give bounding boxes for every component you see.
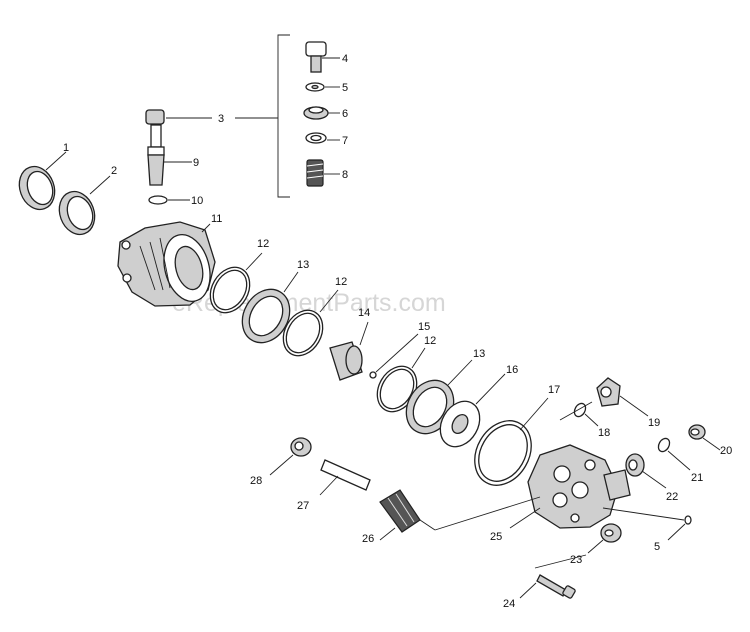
callout-10: 10 xyxy=(191,195,203,207)
callout-26: 26 xyxy=(362,533,374,545)
part-12-o-ring-b xyxy=(282,289,339,357)
part-5-small-washer xyxy=(667,515,692,541)
callout-23: 23 xyxy=(570,554,582,566)
part-13-seal-a xyxy=(241,271,299,344)
group-bracket-3 xyxy=(235,34,290,198)
callout-20: 20 xyxy=(720,445,732,457)
callout-7: 7 xyxy=(342,135,348,147)
guide-line xyxy=(534,554,587,569)
part-12-o-ring-c xyxy=(376,347,426,413)
guide-line xyxy=(602,507,685,521)
part-27-shaft xyxy=(319,459,371,496)
guide-line xyxy=(559,401,593,421)
callout-28: 28 xyxy=(250,475,262,487)
part-3-nut xyxy=(145,109,212,125)
callout-13: 13 xyxy=(297,259,309,271)
part-12-o-ring-a xyxy=(209,252,263,314)
callout-6: 6 xyxy=(342,108,348,120)
callout-14: 14 xyxy=(358,307,370,319)
part-21-o-ring xyxy=(657,437,691,471)
part-2-ring xyxy=(58,175,111,236)
part-22-fitting xyxy=(625,453,667,489)
part-9-valve-stem xyxy=(147,124,192,186)
callout-17: 17 xyxy=(548,384,560,396)
callout-21: 21 xyxy=(691,472,703,484)
callout-12: 12 xyxy=(424,335,436,347)
callout-3: 3 xyxy=(218,113,224,125)
callout-16: 16 xyxy=(506,364,518,376)
callout-5: 5 xyxy=(654,541,660,553)
callout-18: 18 xyxy=(598,427,610,439)
part-1-ring xyxy=(18,151,67,211)
part-10-o-ring xyxy=(148,195,190,205)
callout-9: 9 xyxy=(193,157,199,169)
part-18-o-ring xyxy=(573,402,599,427)
callout-13: 13 xyxy=(473,348,485,360)
callout-24: 24 xyxy=(503,598,515,610)
callout-1: 1 xyxy=(63,142,69,154)
callout-27: 27 xyxy=(297,500,309,512)
part-8-spring xyxy=(306,159,340,187)
part-5-washer xyxy=(305,82,340,92)
part-20-cap xyxy=(688,424,721,451)
part-7-ring xyxy=(305,132,340,144)
callout-12: 12 xyxy=(335,276,347,288)
callout-11: 11 xyxy=(211,213,222,225)
part-23-plug xyxy=(587,523,622,554)
part-25-manifold xyxy=(509,444,631,529)
part-4-bolt xyxy=(305,41,340,73)
part-16-washer xyxy=(439,373,506,448)
part-6-cup xyxy=(303,106,340,120)
part-24-bolt xyxy=(519,574,576,599)
callout-15: 15 xyxy=(418,321,430,333)
callout-2: 2 xyxy=(111,165,117,177)
part-19-plug xyxy=(596,377,649,417)
callout-5: 5 xyxy=(342,82,348,94)
part-11-housing xyxy=(117,221,216,307)
part-26-spring xyxy=(379,489,541,541)
callout-22: 22 xyxy=(666,491,678,503)
part-17-large-o-ring xyxy=(474,397,549,486)
callout-12: 12 xyxy=(257,238,269,250)
callout-25: 25 xyxy=(490,531,502,543)
part-14-piston xyxy=(329,321,369,381)
callout-4: 4 xyxy=(342,53,348,65)
part-15-pin xyxy=(369,333,419,379)
callout-8: 8 xyxy=(342,169,348,181)
callout-19: 19 xyxy=(648,417,660,429)
part-28-cap xyxy=(269,437,312,476)
